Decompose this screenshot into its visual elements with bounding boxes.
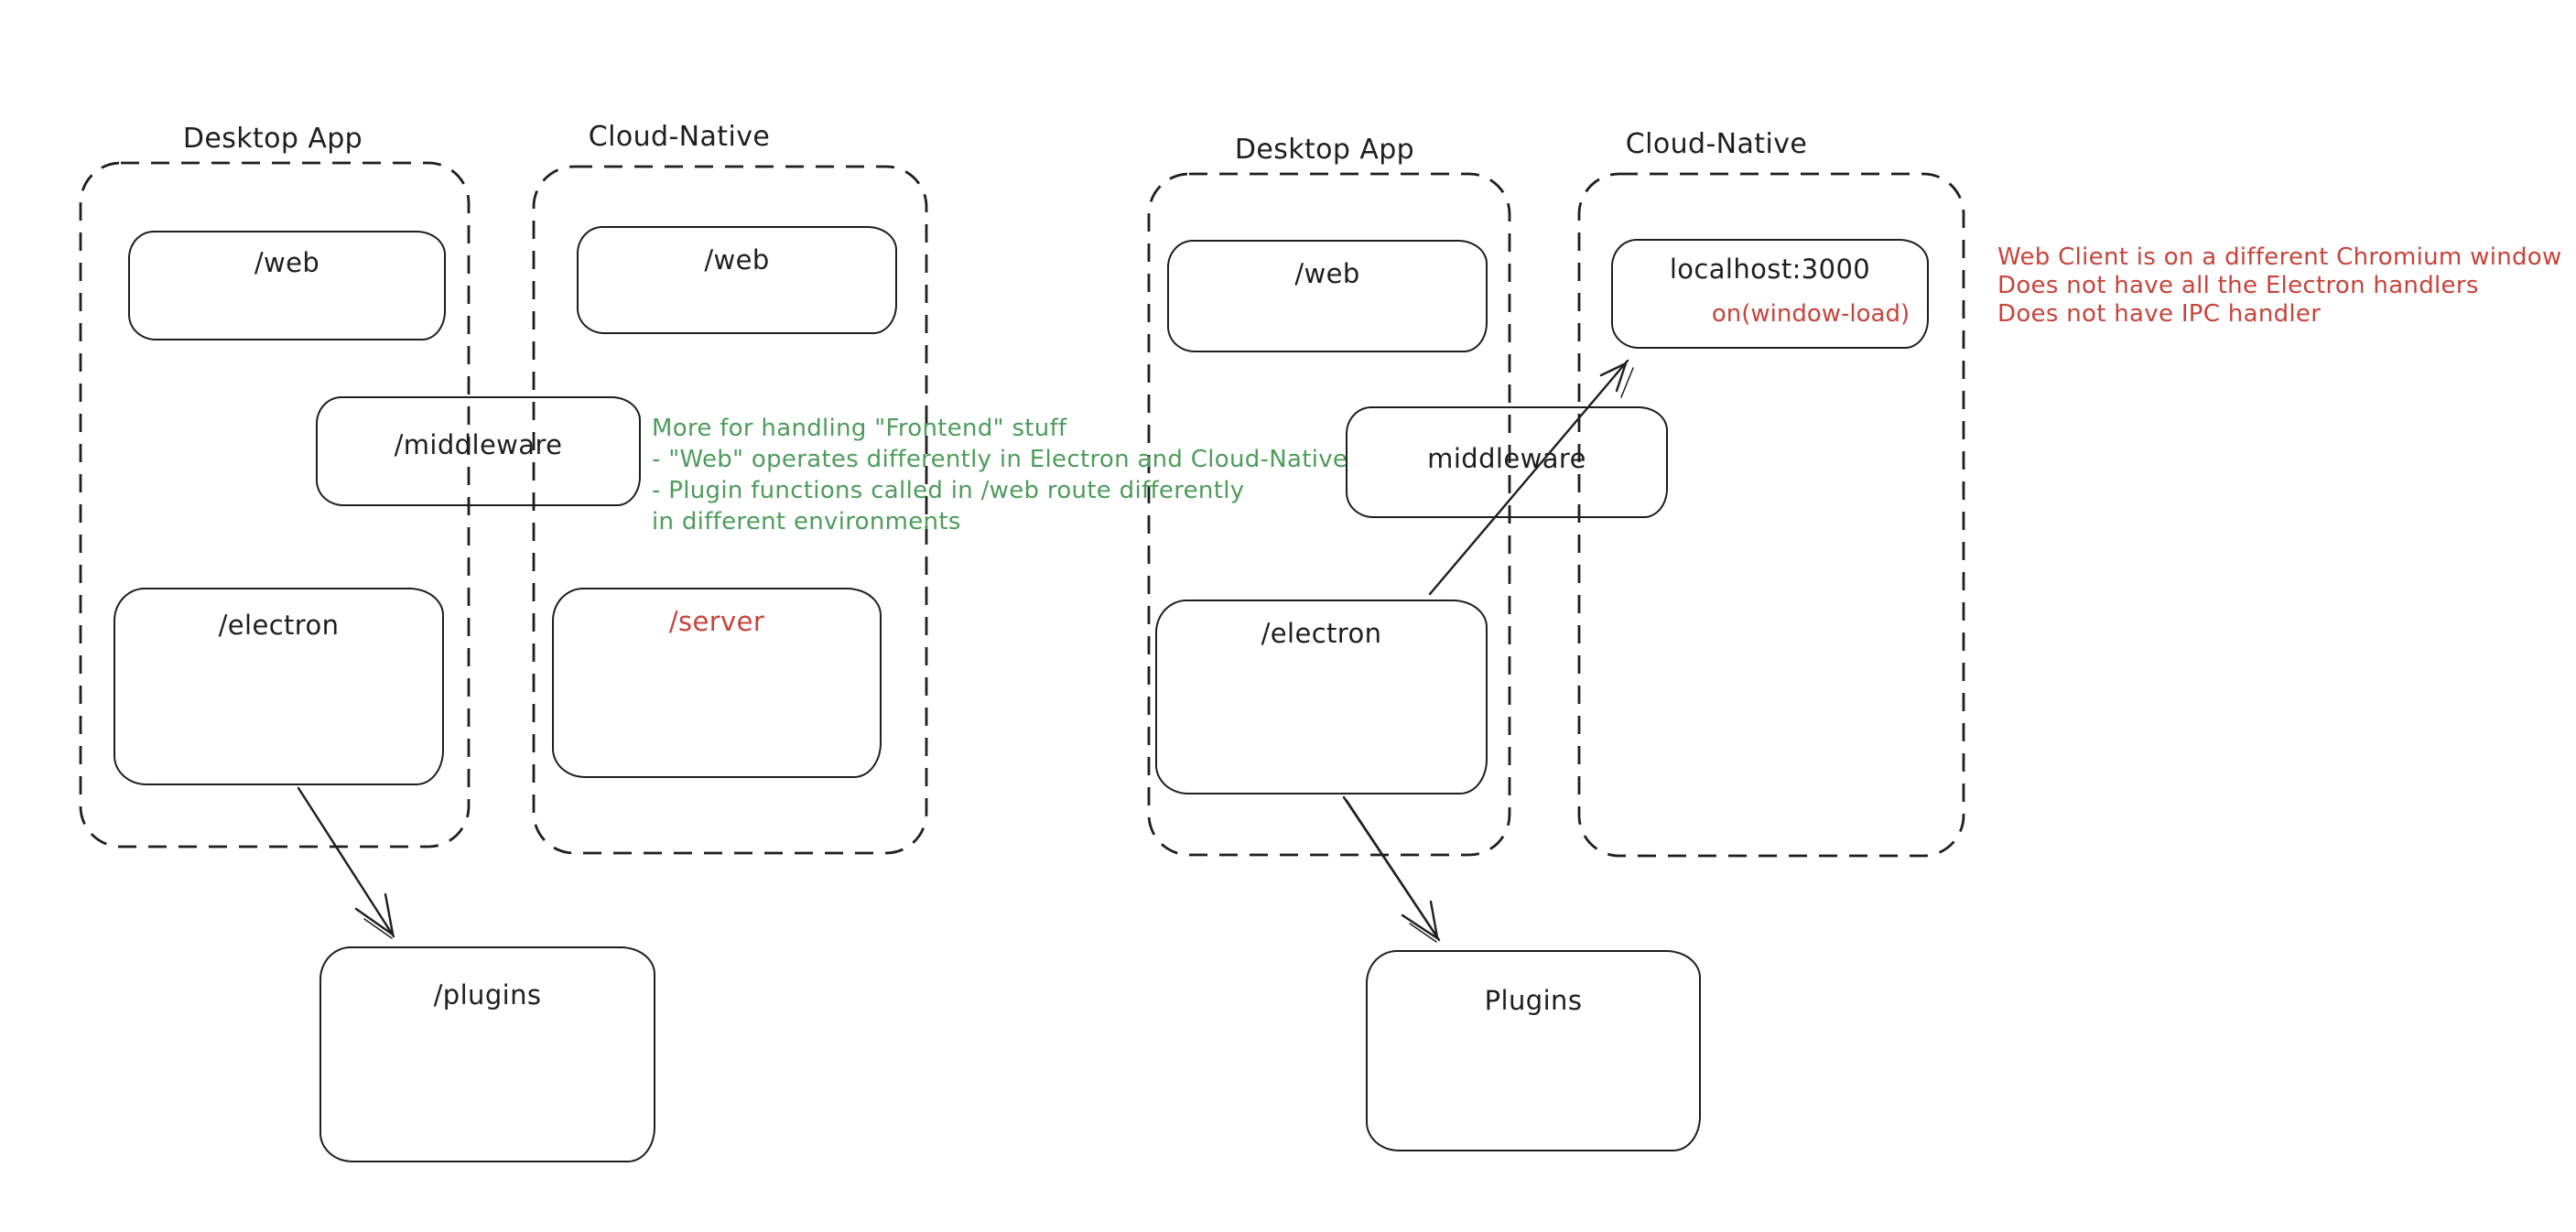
node-label: /web <box>254 247 320 278</box>
note-frontend-green[interactable]: More for handling "Frontend" stuff - "We… <box>652 413 1348 537</box>
node-web-right[interactable]: /web <box>1167 240 1488 352</box>
note-webclient-red[interactable]: Web Client is on a different Chromium wi… <box>1997 243 2562 329</box>
arrow-electron-to-plugins-left[interactable] <box>297 786 395 939</box>
arrow-electron-to-localhost[interactable] <box>1428 359 1634 596</box>
note-line: Does not have all the Electron handlers <box>1997 272 2479 299</box>
node-plugins-right[interactable]: Plugins <box>1366 950 1701 1151</box>
node-label: /electron <box>218 610 340 641</box>
node-middleware-right[interactable]: middleware <box>1346 406 1668 518</box>
node-label: /server <box>668 606 765 637</box>
node-middleware-left[interactable]: /middleware <box>316 396 641 506</box>
node-web-desktop-left[interactable]: /web <box>128 231 446 340</box>
node-label: localhost:3000 <box>1669 254 1871 285</box>
container-title-desktop-right[interactable]: Desktop App <box>1234 134 1415 166</box>
note-line: Web Client is on a different Chromium wi… <box>1997 243 2562 271</box>
note-line: - Plugin functions called in /web route … <box>652 477 1245 504</box>
node-electron-left[interactable]: /electron <box>114 588 444 785</box>
node-plugins-left[interactable]: /plugins <box>319 946 655 1162</box>
note-line: Does not have IPC handler <box>1997 300 2322 328</box>
dashed-container-desktop-right[interactable] <box>1147 172 1511 857</box>
label-window-load[interactable]: on(window-load) <box>1711 300 1910 328</box>
container-title-desktop-left[interactable]: Desktop App <box>182 123 363 155</box>
node-label: Plugins <box>1484 985 1583 1016</box>
node-label: /web <box>1294 258 1360 289</box>
node-web-cloud-left[interactable]: /web <box>577 226 897 334</box>
node-label: /plugins <box>433 979 542 1010</box>
note-line: - "Web" operates differently in Electron… <box>652 446 1348 473</box>
node-server-left[interactable]: /server <box>552 588 882 778</box>
note-line: More for handling "Frontend" stuff <box>652 415 1067 442</box>
arrow-electron-to-plugins-right[interactable] <box>1342 795 1441 943</box>
note-line: in different environments <box>652 508 961 535</box>
dashed-container-cloud-right[interactable] <box>1577 172 1965 858</box>
node-label: middleware <box>1427 443 1586 474</box>
container-title-cloud-left[interactable]: Cloud-Native <box>588 121 771 153</box>
dashed-container-cloud-left[interactable] <box>532 165 928 855</box>
container-title-cloud-right[interactable]: Cloud-Native <box>1625 128 1808 160</box>
node-electron-right[interactable]: /electron <box>1155 600 1488 794</box>
node-label: /middleware <box>394 429 563 460</box>
node-localhost[interactable]: localhost:3000 <box>1611 239 1929 349</box>
node-label: /web <box>704 244 770 276</box>
node-label: /electron <box>1261 618 1382 649</box>
